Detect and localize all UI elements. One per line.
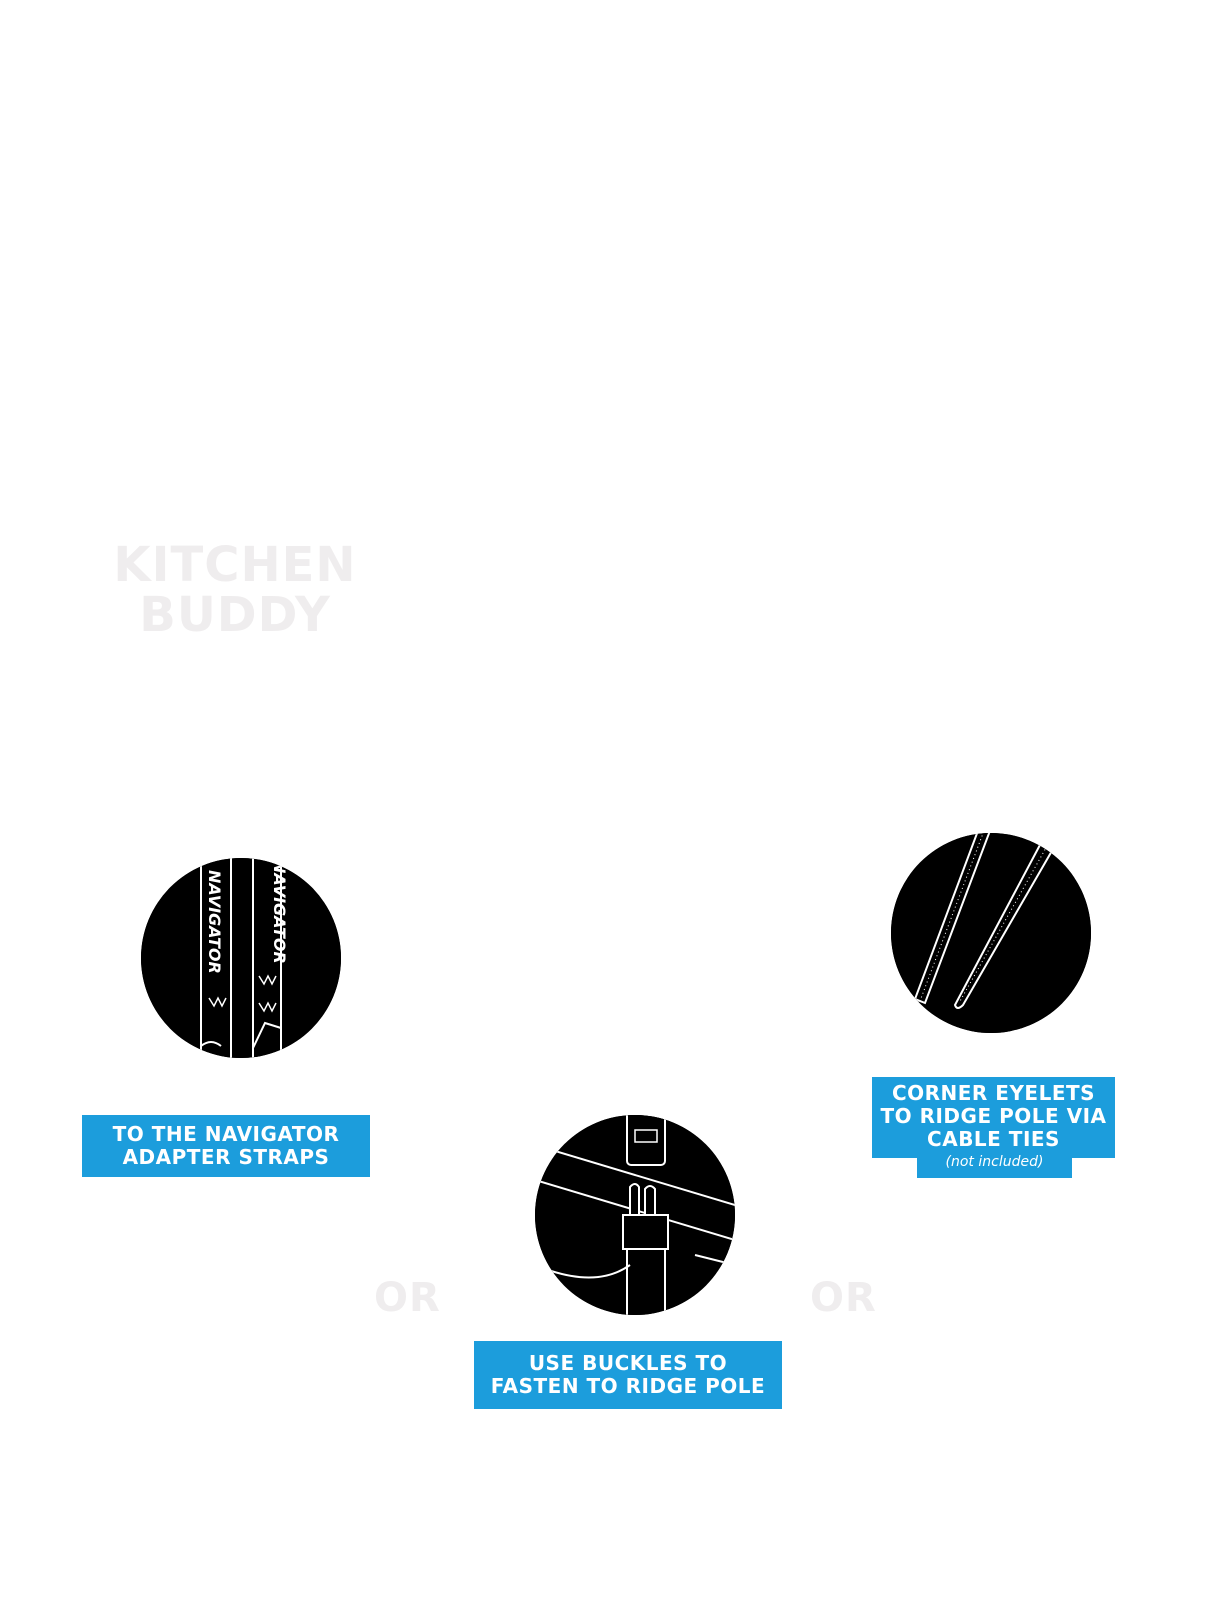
label-cable-ties-line-3: CABLE TIES (927, 1127, 1060, 1151)
page-title: KITCHEN BUDDY (100, 540, 370, 640)
strap-text-left: NAVIGATOR (205, 870, 224, 974)
title-line-1: KITCHEN (113, 537, 357, 593)
label-navigator-line-2: ADAPTER STRAPS (122, 1145, 330, 1169)
buckle-icon (535, 1115, 735, 1315)
navigator-straps-icon: NAVIGATOR NAVIGATOR (141, 858, 341, 1058)
label-buckles-line-2: FASTEN TO RIDGE POLE (490, 1374, 766, 1398)
strap-text-right: NAVIGATOR (270, 860, 289, 964)
label-cable-ties-note: (not included) (917, 1152, 1072, 1178)
cable-ties-icon (891, 833, 1091, 1033)
label-buckles: USE BUCKLES TO FASTEN TO RIDGE POLE (474, 1341, 782, 1409)
label-buckles-line-1: USE BUCKLES TO (528, 1351, 728, 1375)
label-cable-ties: CORNER EYELETS TO RIDGE POLE VIA CABLE T… (872, 1077, 1115, 1158)
label-navigator-straps: TO THE NAVIGATOR ADAPTER STRAPS (82, 1115, 370, 1177)
label-navigator-line-1: TO THE NAVIGATOR (112, 1122, 340, 1146)
label-cable-ties-line-1: CORNER EYELETS (891, 1081, 1096, 1105)
label-cable-ties-line-2: TO RIDGE POLE VIA (880, 1104, 1107, 1128)
or-separator-right: OR (810, 1275, 877, 1321)
or-separator-left: OR (374, 1275, 441, 1321)
title-line-2: BUDDY (139, 587, 331, 643)
